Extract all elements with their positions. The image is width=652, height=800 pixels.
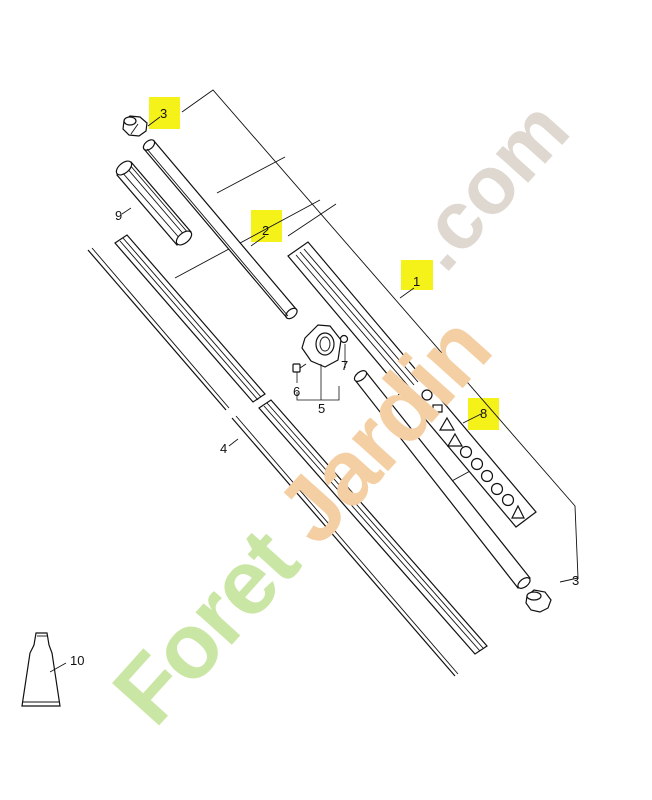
part-10-grease-tube xyxy=(21,632,61,707)
part-9-sleeve xyxy=(115,160,193,246)
decal-hatching xyxy=(295,248,419,389)
callout-2: 2 xyxy=(262,223,269,238)
watermark-foret: Foret xyxy=(94,511,318,744)
part-8-decal-strip xyxy=(287,241,537,528)
part-4-liner xyxy=(114,234,488,655)
decal-warning-icons xyxy=(421,389,525,519)
part-5-clamp xyxy=(301,324,342,368)
part-2-tube xyxy=(142,139,298,320)
part-3-bushing-bottom xyxy=(525,589,552,613)
callouts: 3 2 1 8 9 7 6 5 4 3 10 xyxy=(70,106,579,668)
callout-1: 1 xyxy=(413,274,420,289)
highlight-box-3 xyxy=(149,97,180,129)
callout-4: 4 xyxy=(220,441,227,456)
part-3-bushing-top xyxy=(122,115,148,137)
part-1-main-tube xyxy=(353,370,531,589)
highlight-box-1 xyxy=(401,260,433,290)
callout-3-top: 3 xyxy=(160,106,167,121)
callout-8: 8 xyxy=(480,406,487,421)
part-7-nut xyxy=(339,334,349,344)
callout-10: 10 xyxy=(70,653,84,668)
watermark-logo: Foret Jardin .com xyxy=(94,84,586,743)
svg-text:Foret Jardin: Foret Jardin xyxy=(94,298,509,744)
part-6-screw xyxy=(292,363,307,373)
callout-5: 5 xyxy=(318,401,325,416)
callout-9: 9 xyxy=(115,208,122,223)
highlight-boxes xyxy=(149,97,499,430)
highlight-box-2 xyxy=(251,210,282,242)
part-4-drive-shaft xyxy=(87,247,459,677)
leader-lines xyxy=(49,116,482,673)
callout-3-bottom: 3 xyxy=(572,573,579,588)
callout-7: 7 xyxy=(341,358,348,373)
highlight-box-8 xyxy=(468,398,499,430)
callout-6: 6 xyxy=(293,384,300,399)
watermark-dotcom: .com xyxy=(391,84,587,287)
